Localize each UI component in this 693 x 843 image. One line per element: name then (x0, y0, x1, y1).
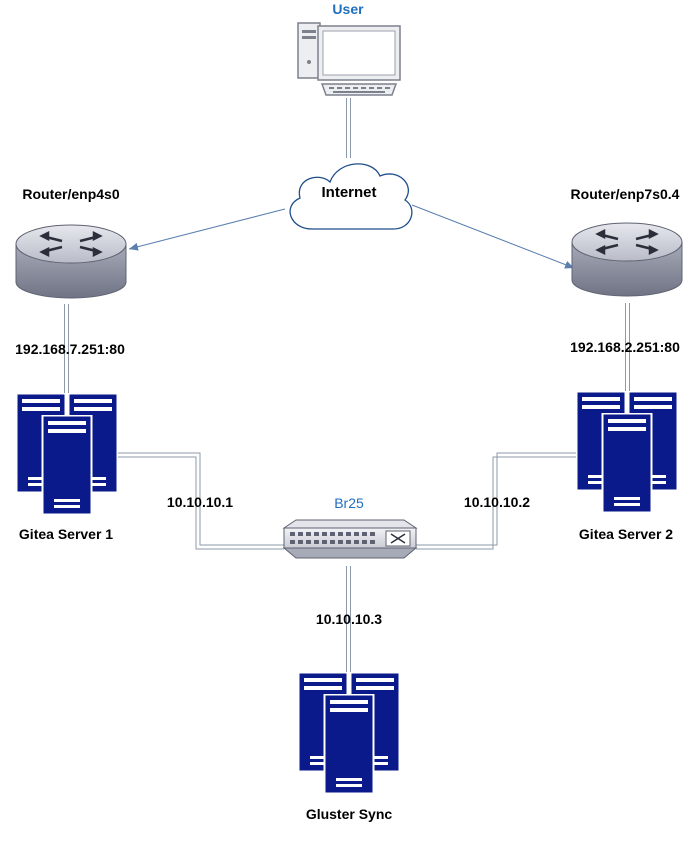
router-right-address: 192.168.2.251:80 (570, 339, 680, 355)
router-left-address: 192.168.7.251:80 (15, 341, 125, 357)
user-label: User (332, 1, 364, 17)
link-server2-bridge (416, 452, 578, 546)
router-left-label: Router/enp4s0 (22, 186, 120, 202)
network-switch-icon[interactable] (282, 519, 418, 559)
link-server1-bridge (117, 452, 284, 546)
server2-ip: 10.10.10.2 (463, 494, 531, 510)
link-lines (64, 98, 630, 672)
server-rack-icon-server2[interactable] (576, 391, 678, 513)
gluster-label: Gluster Sync (305, 806, 393, 822)
router-right-icon[interactable] (571, 222, 683, 297)
router-left-icon[interactable] (15, 224, 127, 299)
server1-ip: 10.10.10.1 (166, 494, 234, 510)
server-rack-icon-server1[interactable] (16, 393, 118, 515)
router-right-label: Router/enp7s0.4 (570, 186, 680, 202)
desktop-computer-icon[interactable] (297, 22, 401, 96)
link-internet-router-left (128, 208, 286, 251)
server-rack-icon-gluster[interactable] (298, 672, 400, 794)
server1-label: Gitea Server 1 (18, 526, 114, 542)
cloud-icon[interactable] (289, 163, 413, 230)
internet-label: Internet (321, 184, 377, 201)
server2-label: Gitea Server 2 (578, 526, 674, 542)
link-internet-router-right (411, 204, 575, 269)
gluster-ip: 10.10.10.3 (315, 611, 383, 627)
bridge-label: Br25 (334, 495, 364, 511)
